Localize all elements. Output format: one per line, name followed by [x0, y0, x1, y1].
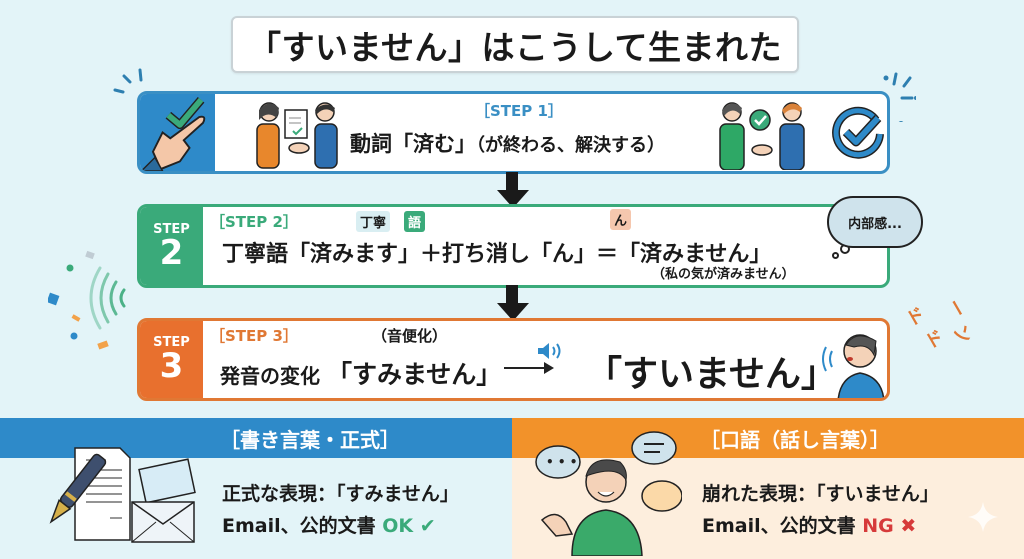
- sparkle-icon: [968, 502, 998, 532]
- step3-prefix: 発音の変化: [220, 364, 320, 388]
- speaking-person-illustration: [822, 334, 885, 398]
- step1-paren: （が終わる、解決する）: [476, 135, 665, 156]
- step3-tag: ［STEP 3］: [210, 327, 298, 345]
- written-line1: 正式な表現：「すみません」: [222, 483, 459, 505]
- page-title: 「すいません」はこうして生まれた: [231, 16, 799, 73]
- written-line2: Email、公的文書 OK ✔: [222, 515, 436, 537]
- step3-note: （音便化）: [372, 327, 448, 345]
- step2-card: STEP 2 ［STEP 2］ 丁寧 語 ん 丁寧語「済みます」＋打ち消し「ん」…: [137, 204, 890, 288]
- thought-dot: [832, 252, 839, 259]
- check-icon: ✔: [419, 515, 436, 537]
- sound-waves-icon: [48, 250, 126, 350]
- sfx-text: ド ド ー ン: [903, 296, 976, 354]
- ng-verdict: NG: [862, 515, 894, 537]
- ok-verdict: OK: [382, 515, 414, 537]
- step2-note: （私の気が済みません）: [652, 267, 795, 282]
- cross-icon: ✖: [900, 515, 917, 537]
- spoken-panel: ［口語（話し言葉）］ • • • 崩れた表現：「すいません」 Email、公的文…: [512, 418, 1024, 559]
- step1-tag: ［STEP 1］: [475, 102, 563, 120]
- thought-cloud: 内部感...: [827, 196, 923, 248]
- spoken-line2: Email、公的文書 NG ✖: [702, 515, 917, 537]
- step3-main: 発音の変化 「すみません」: [220, 355, 501, 391]
- spoken-line1: 崩れた表現：「すいません」: [702, 483, 939, 505]
- handshake-agreement-illustration: [719, 102, 805, 170]
- step3-card: STEP 3 ［STEP 3］ （音便化） 発音の変化 「すみません」 「すいま…: [137, 318, 890, 401]
- svg-text:ン: ン: [948, 322, 975, 348]
- step2-main: 丁寧語「済みます」＋打ち消し「ん」＝「済みません」: [222, 242, 772, 267]
- teinei-chip: 丁寧: [356, 211, 391, 232]
- step3-word: 「すみません」: [326, 360, 502, 389]
- down-arrow-icon: [497, 285, 529, 321]
- right-arrow-icon: [504, 362, 554, 374]
- step3-result: 「すいません」: [586, 354, 837, 395]
- n-chip: ん: [610, 209, 632, 230]
- handshake-contract-illustration: [256, 102, 338, 169]
- svg-text:• • •: • • •: [546, 455, 577, 469]
- speaker-icon: [538, 343, 561, 359]
- step1-card: ［STEP 1］ 動詞「済む」（が終わる、解決する）: [137, 91, 890, 174]
- step2-tag: ［STEP 2］: [210, 213, 298, 231]
- svg-text:ド: ド: [903, 304, 929, 331]
- talking-person-illustration: • • •: [535, 431, 682, 556]
- step1-main: 動詞「済む」: [350, 132, 476, 156]
- step3-badge: STEP 3: [140, 321, 203, 398]
- document-pen-envelope-icon: [49, 447, 196, 543]
- written-panel: ［書き言葉・正式］ 正式な表現：「すみません」 Email、公的文書 OK ✔: [0, 418, 512, 559]
- svg-text:ド: ド: [922, 326, 948, 353]
- sparkle-lines-icon: [113, 68, 143, 94]
- step1-text: 動詞「済む」（が終わる、解決する）: [350, 128, 665, 158]
- down-arrow-icon: [497, 172, 529, 208]
- pointing-hand-icon: [140, 96, 206, 171]
- step1-badge: [140, 94, 215, 171]
- spoken-heading: ［口語（話し言葉）］: [512, 418, 1024, 458]
- svg-text:ー: ー: [942, 296, 969, 322]
- sparkle-lines-icon: [883, 72, 916, 122]
- step2-badge: STEP 2: [140, 207, 203, 285]
- circle-check-icon: [832, 106, 884, 159]
- go-chip: 語: [404, 211, 426, 232]
